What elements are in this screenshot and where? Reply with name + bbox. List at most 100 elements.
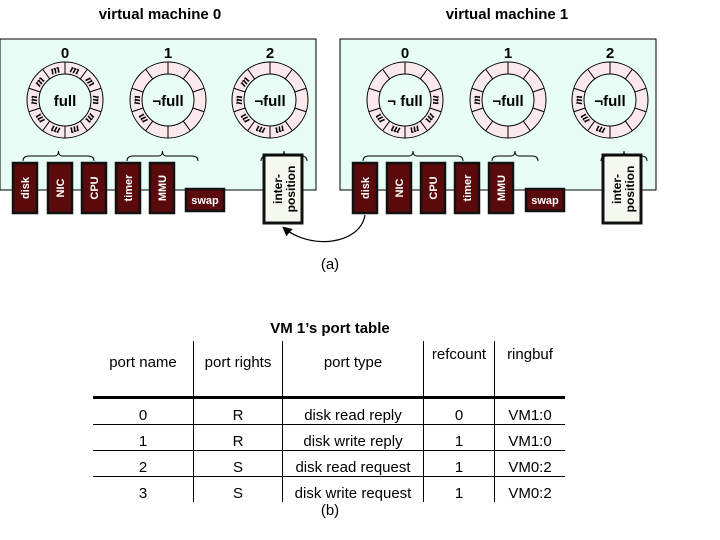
ring-slot-divider	[89, 107, 102, 113]
grouping-brace	[260, 150, 308, 162]
caption-a: (a)	[321, 256, 339, 273]
col-port-name: port name	[93, 341, 194, 399]
grouping-brace	[22, 150, 95, 162]
cell-port-rights: S	[193, 450, 283, 477]
ring-slot-divider	[368, 107, 381, 113]
ring-slot-divider	[131, 107, 144, 113]
ring-slot-divider	[89, 87, 102, 93]
ring-slot-divider	[532, 107, 545, 113]
message-slot: m	[254, 122, 267, 138]
ring-slot-divider	[419, 68, 428, 80]
ring-slot-divider	[182, 120, 191, 132]
vm-0: virtual machine 0 0mmmmmmmmmmfull1mm¬ful…	[0, 6, 317, 225]
ring-slot-divider	[382, 68, 391, 80]
message-slot: m	[68, 61, 81, 77]
ring-slot-divider	[532, 87, 545, 93]
message-slot: m	[571, 95, 585, 104]
interposition-label-1: inter-	[271, 174, 285, 204]
cell-port-name: 2	[93, 450, 194, 477]
device-nic[interactable]: NIC	[385, 161, 413, 215]
cell-ringbuf: VM0:2	[494, 450, 565, 477]
ring-slot-divider	[382, 120, 391, 132]
ring-slot-divider	[587, 68, 596, 80]
ring-slot-divider	[471, 107, 484, 113]
cell-port-type: disk read reply	[282, 397, 424, 425]
cell-port-name: 1	[93, 424, 194, 451]
ring-slot-divider	[79, 68, 88, 80]
message-slot: m	[469, 95, 483, 104]
ring-buffer: 1m¬full	[469, 45, 547, 139]
ring-slot-divider	[294, 87, 307, 93]
grouping-brace	[600, 150, 648, 162]
device-nic[interactable]: NIC	[46, 161, 74, 215]
ring-slot-divider	[624, 120, 633, 132]
cell-port-type: disk write request	[282, 476, 424, 502]
ring-status-label: ¬full	[594, 93, 625, 110]
device-cpu[interactable]: CPU	[80, 161, 108, 215]
cell-port-name: 0	[93, 397, 194, 425]
device-timer[interactable]: timer	[114, 161, 142, 215]
ring-slot-divider	[145, 68, 154, 80]
device-cpu[interactable]: CPU	[419, 161, 447, 215]
device-mmu[interactable]: MMU	[148, 161, 176, 215]
ring-slot-divider	[522, 120, 531, 132]
ring-slot-divider	[573, 87, 586, 93]
ring-buffer: 1mm¬full	[129, 45, 207, 139]
cell-refcount: 1	[423, 450, 495, 477]
device-label: disk	[20, 176, 32, 199]
device-label: CPU	[89, 176, 101, 199]
device-swap[interactable]: swap	[524, 187, 566, 213]
swap-label: swap	[531, 195, 559, 207]
device-disk[interactable]: disk	[351, 161, 379, 215]
ring-number: 2	[266, 45, 274, 62]
ring-slot-divider	[284, 120, 293, 132]
ring-slot-divider	[573, 107, 586, 113]
device-mmu[interactable]: MMU	[487, 161, 515, 215]
col-refcount: refcount	[423, 341, 495, 399]
cell-refcount: 0	[423, 397, 495, 425]
device-label: timer	[123, 174, 135, 202]
message-slot: m	[594, 122, 607, 138]
ring-slot-divider	[294, 107, 307, 113]
device-label: NIC	[55, 178, 67, 197]
message-slot: m	[408, 122, 421, 138]
ring-slot-divider	[419, 120, 428, 132]
interposition-box[interactable]: inter-position	[262, 153, 304, 225]
grouping-brace	[362, 150, 464, 162]
cell-refcount: 1	[423, 476, 495, 502]
cell-port-type: disk write reply	[282, 424, 424, 451]
message-slot: m	[90, 95, 104, 104]
ring-slot-divider	[284, 68, 293, 80]
interposition-box[interactable]: inter-position	[601, 153, 643, 225]
caption-b: (b)	[320, 502, 340, 519]
vm-1-title: virtual machine 1	[446, 6, 569, 23]
cell-port-type: disk read request	[282, 450, 424, 477]
ring-status-label: ¬full	[152, 93, 183, 110]
cell-ringbuf: VM1:0	[494, 397, 565, 425]
ring-slot-divider	[42, 68, 51, 80]
col-port-rights: port rights	[193, 341, 283, 399]
device-swap[interactable]: swap	[184, 187, 226, 213]
interposition-label-2: position	[284, 166, 298, 213]
ring-slot-divider	[485, 120, 494, 132]
table-header-row: port name port rights port type refcount…	[93, 341, 565, 399]
device-disk[interactable]: disk	[11, 161, 39, 215]
disk-to-interposition-arrow	[282, 214, 366, 243]
ring-number: 2	[606, 45, 614, 62]
device-timer[interactable]: timer	[453, 161, 481, 215]
ring-slot-divider	[131, 87, 144, 93]
ring-slot-divider	[247, 120, 256, 132]
message-slot: m	[231, 95, 245, 104]
ring-slot-divider	[471, 87, 484, 93]
ring-status-label: ¬full	[492, 93, 523, 110]
device-label: timer	[462, 174, 474, 202]
port-table: port name port rights port type refcount…	[93, 341, 565, 502]
col-ringbuf: ringbuf	[494, 341, 565, 399]
ring-slot-divider	[79, 120, 88, 132]
device-label: MMU	[157, 175, 169, 201]
figure-a-diagram: virtual machine 0 0mmmmmmmmmmfull1mm¬ful…	[0, 6, 657, 273]
